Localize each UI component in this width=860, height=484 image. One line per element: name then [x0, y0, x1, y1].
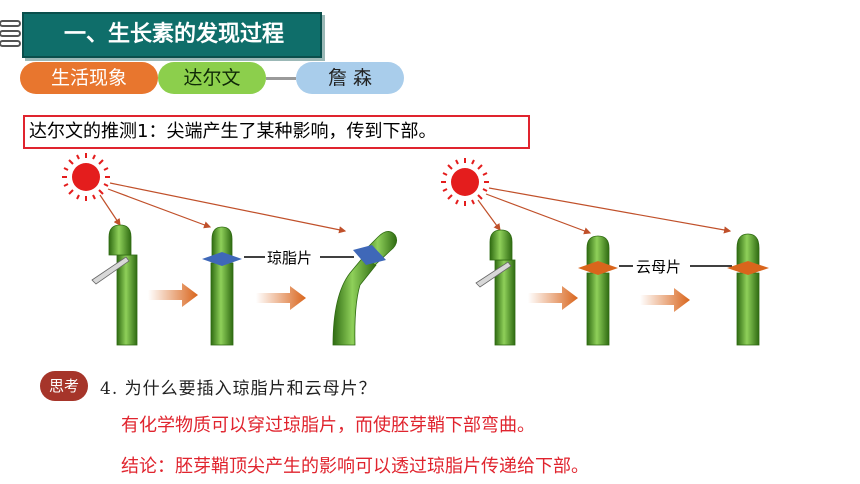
light-rays-2 — [477, 187, 732, 235]
process-arrow-1 — [148, 283, 198, 307]
page-title: 一、生长素的发现过程 — [64, 22, 285, 47]
coleoptile-mica-2 — [727, 233, 769, 346]
step-connector-2 — [266, 77, 296, 80]
process-arrow-3 — [528, 286, 578, 310]
mica-block — [578, 261, 618, 275]
process-arrow-4 — [640, 288, 690, 312]
agar-block-bent — [353, 245, 386, 265]
hypothesis-text: 达尔文的推测1：尖端产生了某种影响，传到下部。 — [29, 121, 437, 142]
hypothesis-box: 达尔文的推测1：尖端产生了某种影响，传到下部。 — [23, 115, 530, 149]
sun-icon-2 — [441, 158, 489, 206]
coleoptile-mica-1 — [578, 235, 618, 346]
coleoptile-agar-straight — [202, 226, 242, 346]
experiment-diagram: 琼脂片 — [62, 153, 769, 346]
answer-text: 有化学物质可以穿过琼脂片，而使胚芽鞘下部弯曲。 — [121, 415, 535, 436]
step-life-phenomenon[interactable]: 生活现象 — [20, 62, 158, 94]
agar-block — [202, 252, 242, 266]
conclusion-text: 结论：胚芽鞘顶尖产生的影响可以透过琼脂片传递给下部。 — [121, 456, 589, 477]
light-rays — [99, 182, 347, 234]
blade-icon-2 — [475, 261, 512, 288]
coleoptile-cut — [91, 224, 138, 346]
sun-icon — [62, 153, 110, 201]
agar-label: 琼脂片 — [267, 249, 312, 267]
mica-label: 云母片 — [636, 258, 681, 276]
mica-block-2 — [727, 261, 769, 275]
coleoptile-agar-bent — [332, 231, 398, 346]
process-arrow-2 — [256, 286, 306, 310]
title-banner: 一、生长素的发现过程 — [22, 12, 322, 58]
step-darwin[interactable]: 达尔文 — [158, 62, 266, 94]
binder-ring-icon — [0, 20, 21, 47]
blade-icon — [91, 256, 130, 285]
think-badge: 思考 — [40, 371, 88, 401]
step-jensen[interactable]: 詹 森 — [296, 62, 404, 94]
question-text: 4. 为什么要插入琼脂片和云母片？ — [100, 379, 377, 399]
coleoptile-cut-2 — [475, 229, 516, 346]
